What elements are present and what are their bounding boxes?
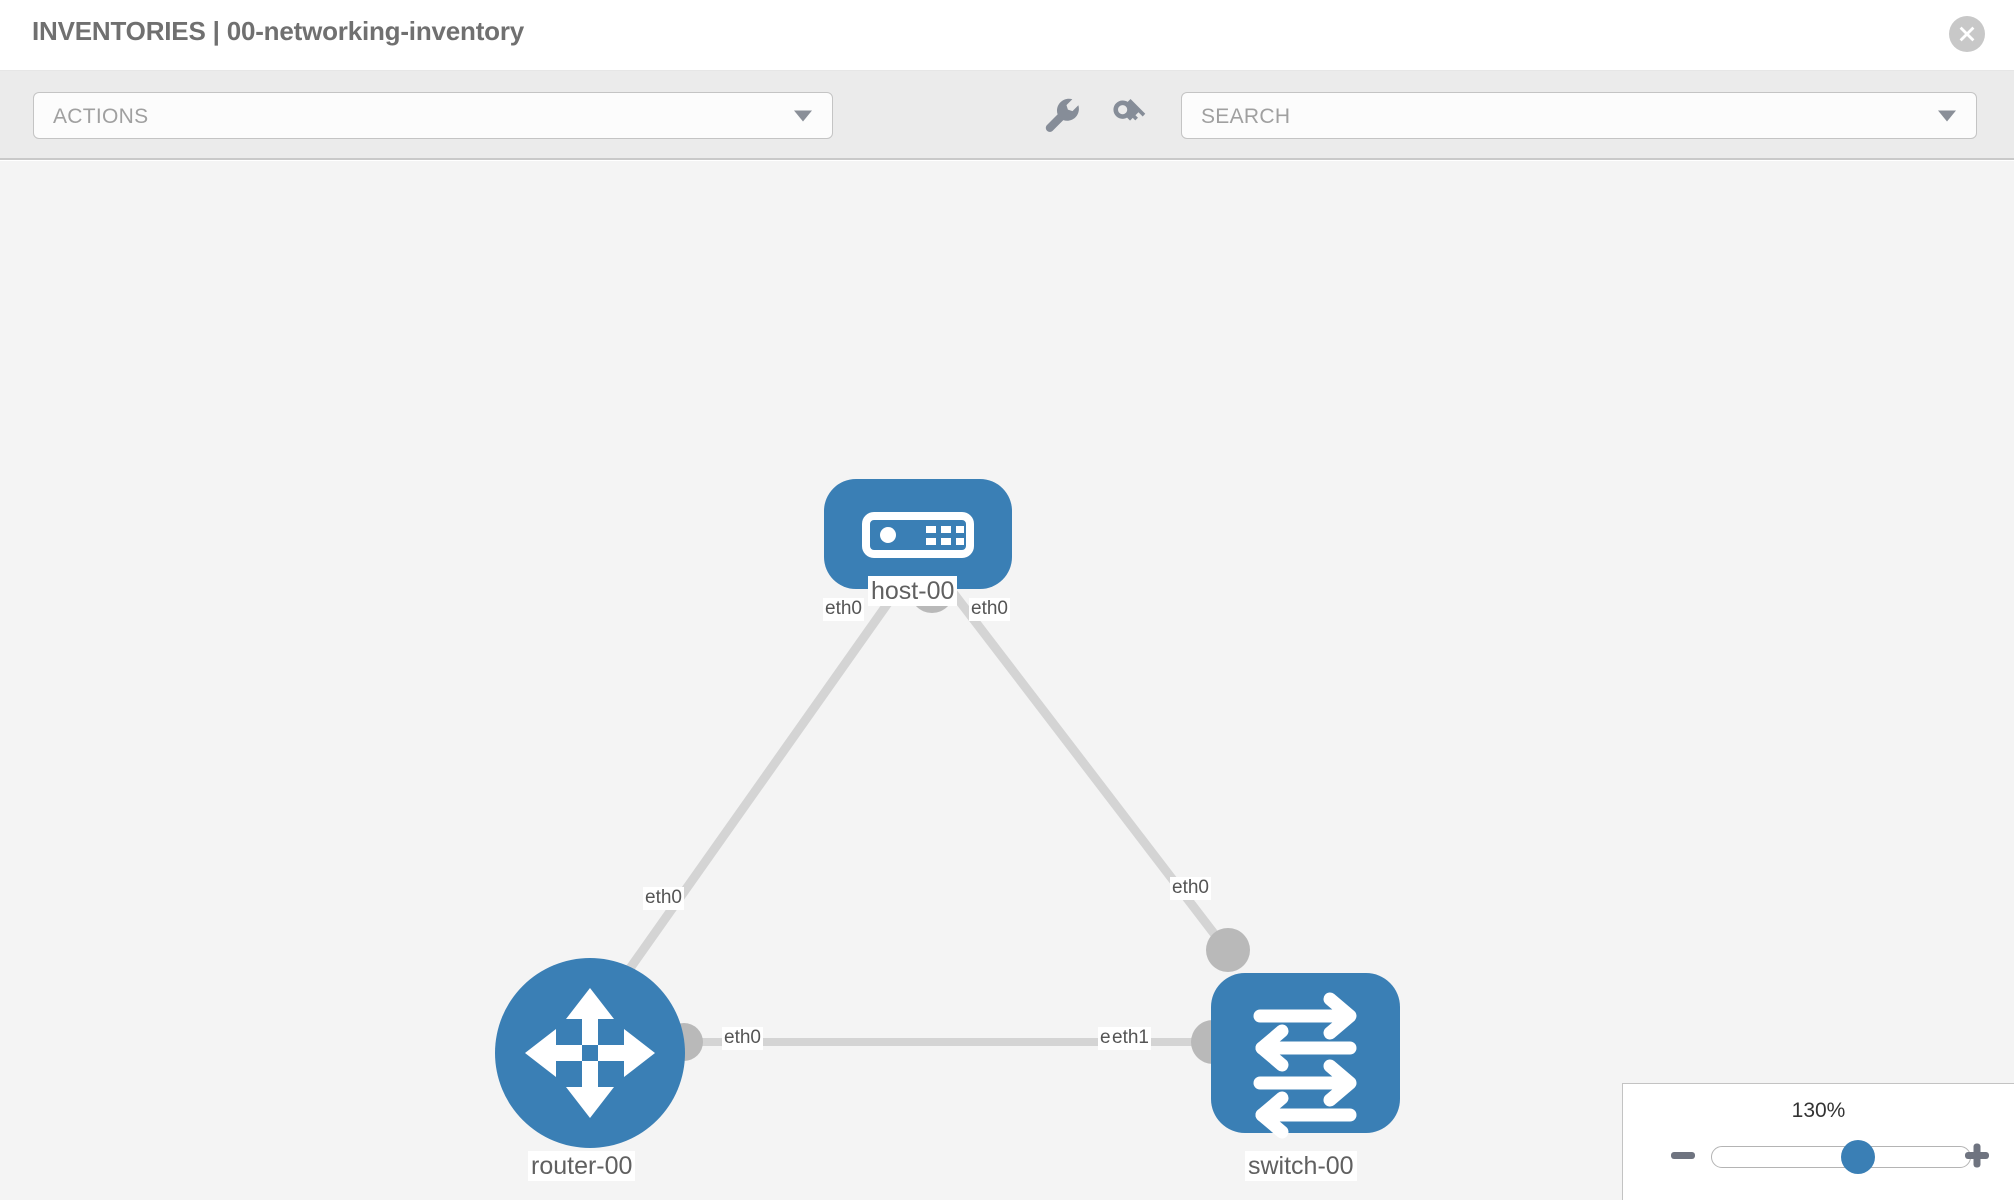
edge-host00-router00[interactable] <box>610 583 904 994</box>
iface-label-router00-to-host00: eth0 <box>643 887 684 910</box>
chevron-down-icon <box>1938 110 1956 121</box>
edge-host00-switch00[interactable] <box>944 583 1239 964</box>
minus-icon <box>1671 1152 1695 1159</box>
topology-graph <box>495 479 1400 1148</box>
app-header: INVENTORIES | 00-networking-inventory <box>0 0 2014 71</box>
search-placeholder: SEARCH <box>1201 105 1291 128</box>
node-host-00[interactable] <box>824 479 1012 589</box>
switch-exchange-arrows-icon <box>1253 992 1357 1139</box>
topology-canvas[interactable]: host-00 router-00 switch-00 eth0 eth0 et… <box>0 161 2014 1200</box>
zoom-control-panel: 130% <box>1622 1083 2014 1200</box>
zoom-level-value: 130% <box>1791 1099 1846 1122</box>
actions-dropdown-label: ACTIONS <box>53 105 149 128</box>
key-icon <box>1113 99 1146 121</box>
connector-group <box>665 569 1250 1064</box>
page-title: INVENTORIES | 00-networking-inventory <box>32 16 525 46</box>
node-label-switch-00: switch-00 <box>1245 1151 1357 1181</box>
edge-group <box>610 583 1239 1046</box>
server-appliance-icon <box>862 512 974 558</box>
connector-switch00-left-top[interactable] <box>1206 928 1250 972</box>
close-button[interactable] <box>1949 16 1985 52</box>
iface-label-switch00-to-router00-eth1: eth1 <box>1110 1027 1151 1050</box>
iface-label-switch00-to-host00: eth0 <box>1170 877 1211 900</box>
router-four-arrows-icon <box>525 988 655 1118</box>
wrench-button[interactable] <box>1040 93 1086 139</box>
plus-icon <box>1965 1143 1989 1168</box>
iface-label-router00-to-switch00: eth0 <box>722 1027 763 1050</box>
search-input[interactable]: SEARCH <box>1181 92 1977 139</box>
zoom-slider-track[interactable] <box>1711 1140 1971 1174</box>
node-label-host-00: host-00 <box>868 576 958 606</box>
toolbar: ACTIONS SEARCH <box>0 71 2014 160</box>
close-icon <box>1959 26 1975 42</box>
zoom-in-button[interactable] <box>1962 1140 1992 1170</box>
zoom-out-button[interactable] <box>1668 1140 1698 1170</box>
chevron-down-icon <box>794 110 812 121</box>
iface-label-host00-to-switch00: eth0 <box>969 598 1010 621</box>
node-switch-00[interactable] <box>1211 973 1400 1139</box>
zoom-slider-thumb[interactable] <box>1840 1140 1875 1174</box>
wrench-icon <box>1045 98 1079 132</box>
node-label-router-00: router-00 <box>528 1151 636 1181</box>
node-router-00[interactable] <box>495 958 685 1148</box>
key-button[interactable] <box>1105 93 1151 139</box>
iface-label-host00-to-router00: eth0 <box>823 598 864 621</box>
actions-dropdown[interactable]: ACTIONS <box>33 92 833 139</box>
